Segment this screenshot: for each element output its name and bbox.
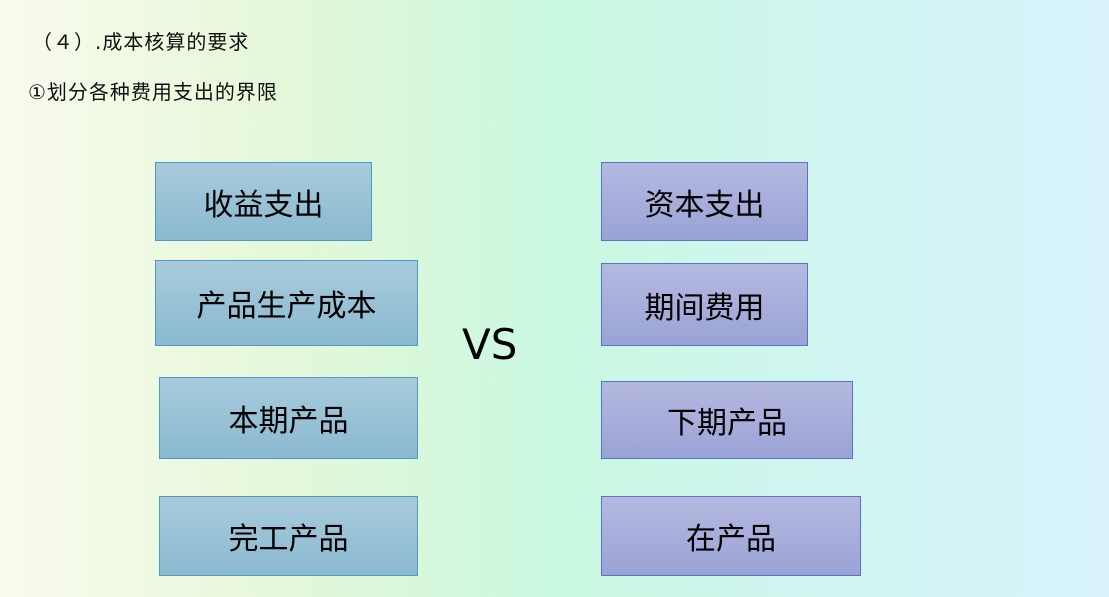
box-label: 完工产品 [228,522,349,557]
box-label: 资本支出 [644,187,765,223]
box-label: 收益支出 [203,187,324,223]
right-box-work-in-process: 在产品 [601,496,861,576]
box-label: 在产品 [686,522,776,557]
left-box-revenue-expenditure: 收益支出 [155,162,372,241]
left-box-product-cost: 产品生产成本 [155,260,418,346]
right-box-next-period-product: 下期产品 [601,381,853,459]
left-box-current-period-product: 本期产品 [159,377,418,459]
slide-subheading: ①划分各种费用支出的界限 [28,80,278,104]
slide-heading: （４）.成本核算的要求 [32,30,250,54]
right-box-capital-expenditure: 资本支出 [601,162,808,241]
box-label: 下期产品 [667,406,787,441]
vs-label: VS [462,320,518,369]
box-label: 产品生产成本 [196,289,377,324]
box-label: 期间费用 [644,290,765,326]
left-box-finished-product: 完工产品 [159,496,418,576]
right-box-period-expense: 期间费用 [601,263,808,346]
box-label: 本期产品 [228,404,349,439]
